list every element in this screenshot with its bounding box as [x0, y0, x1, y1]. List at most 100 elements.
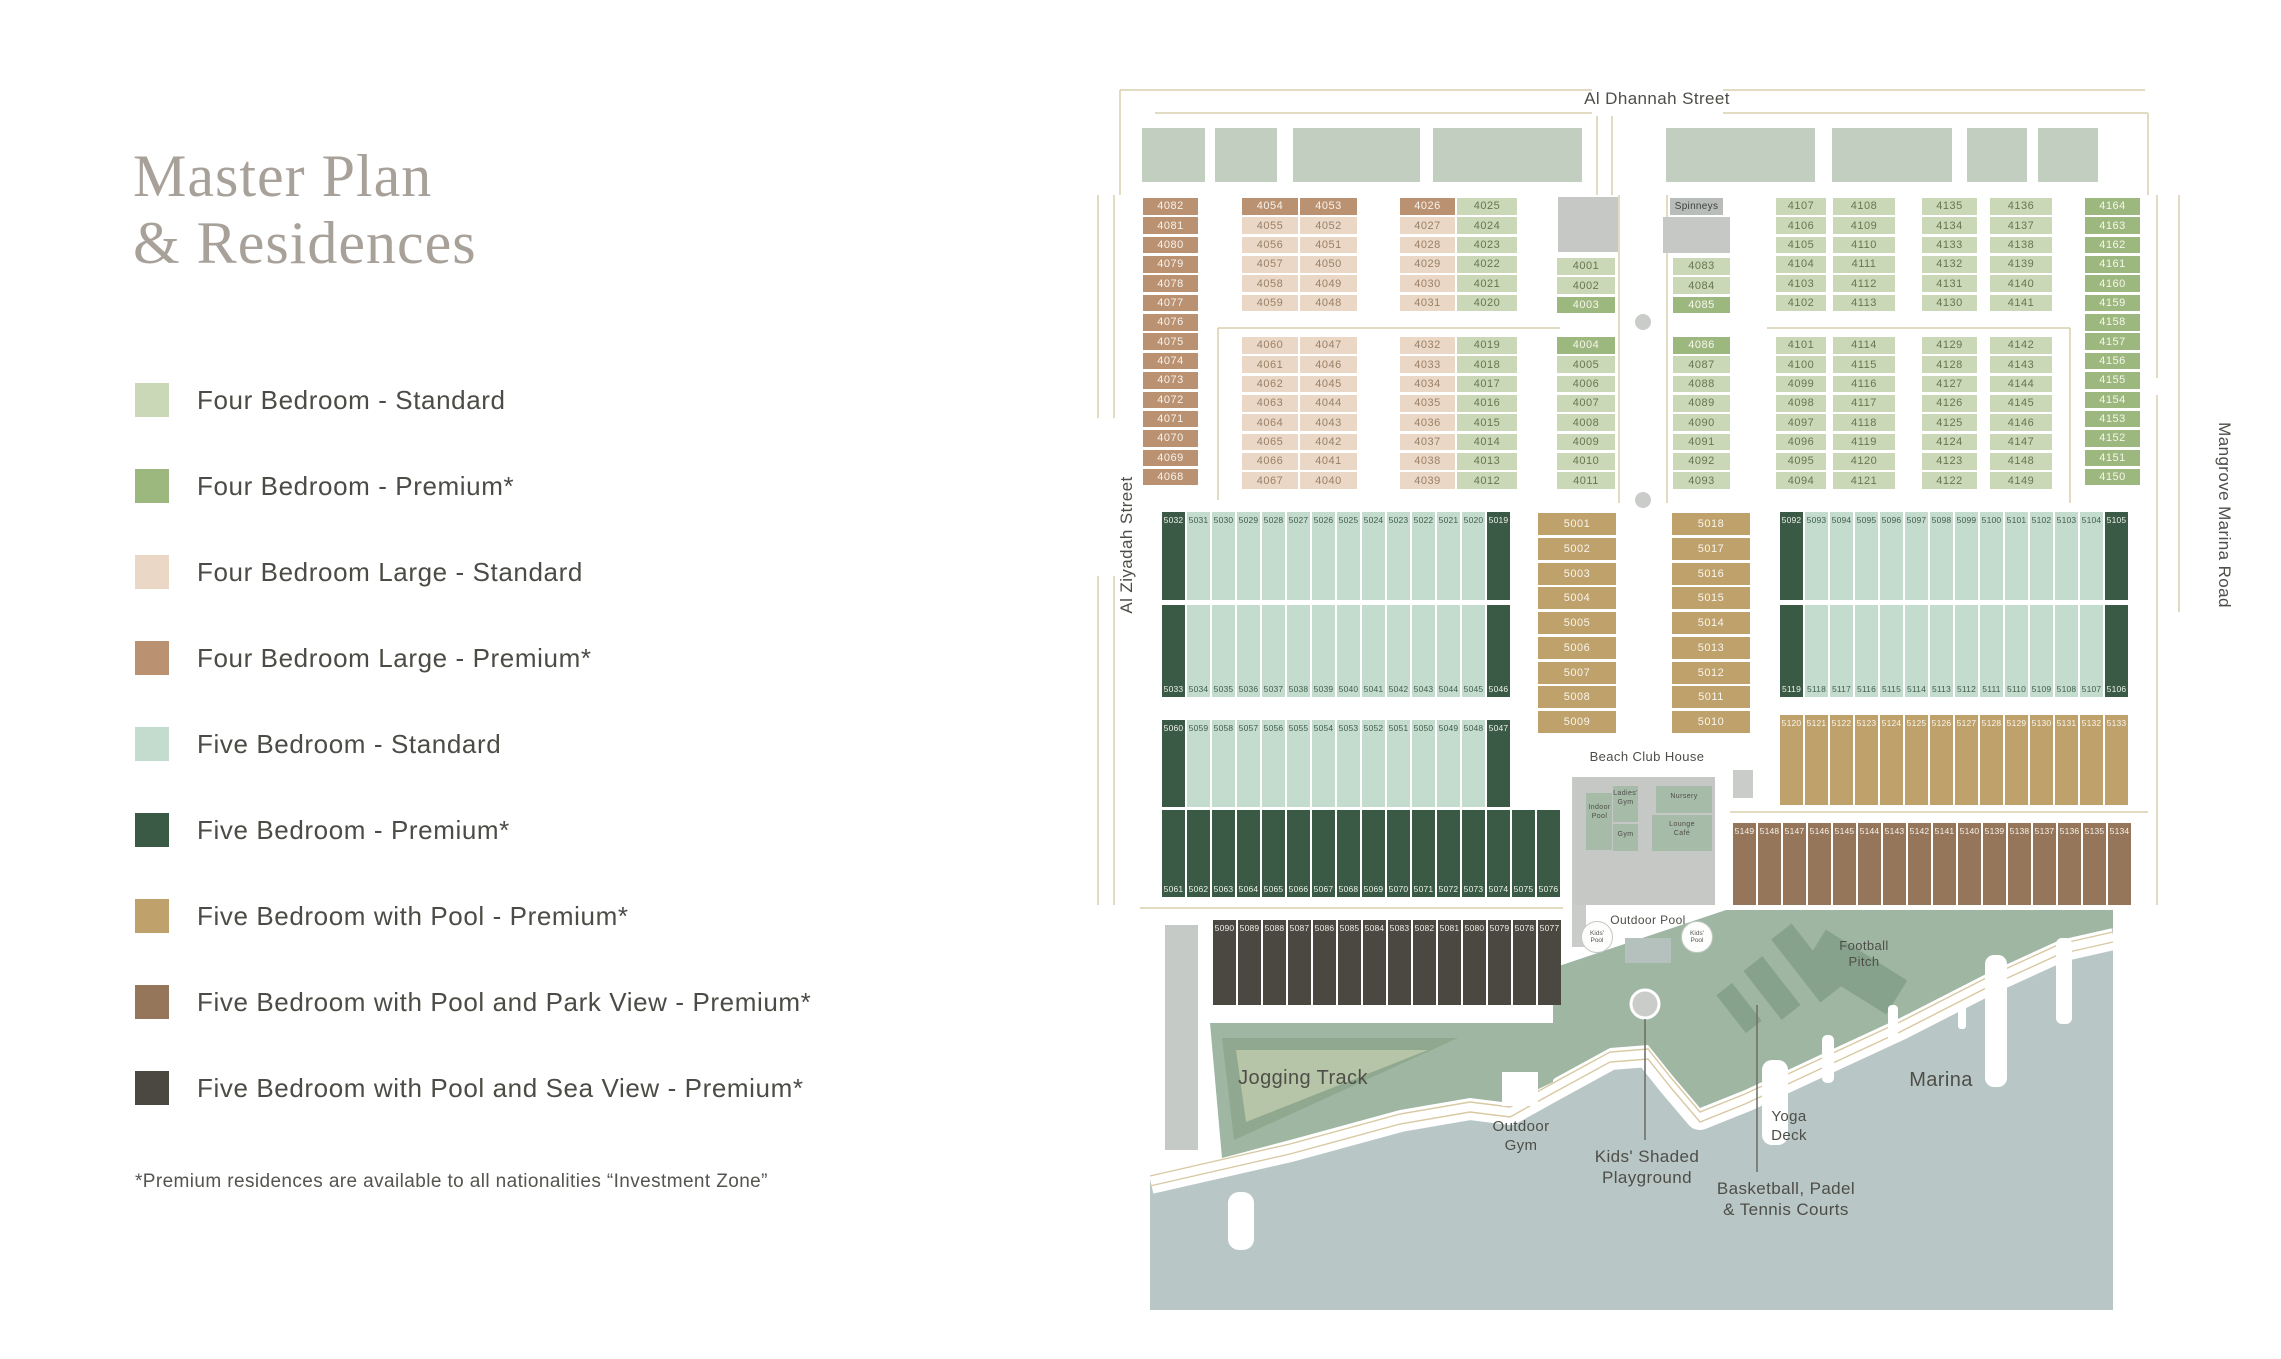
unit-5146[interactable]: 5146	[1808, 823, 1831, 905]
unit-5136[interactable]: 5136	[2058, 823, 2081, 905]
unit-4081[interactable]: 4081	[1143, 217, 1198, 234]
unit-5055[interactable]: 5055	[1287, 720, 1310, 807]
unit-4028[interactable]: 4028	[1400, 236, 1455, 254]
unit-4161[interactable]: 4161	[2085, 256, 2140, 273]
unit-4118[interactable]: 4118	[1833, 414, 1895, 431]
unit-4102[interactable]: 4102	[1776, 294, 1826, 312]
unit-4094[interactable]: 4094	[1776, 472, 1826, 489]
unit-4148[interactable]: 4148	[1990, 453, 2052, 470]
unit-5078[interactable]: 5078	[1513, 920, 1536, 1005]
unit-5021[interactable]: 5021	[1437, 512, 1460, 600]
unit-4045[interactable]: 4045	[1300, 375, 1357, 393]
unit-5098[interactable]: 5098	[1930, 512, 1953, 600]
unit-4105[interactable]: 4105	[1776, 236, 1826, 254]
unit-4087[interactable]: 4087	[1673, 356, 1730, 373]
unit-4135[interactable]: 4135	[1922, 198, 1977, 215]
unit-4021[interactable]: 4021	[1457, 275, 1517, 292]
unit-5127[interactable]: 5127	[1955, 715, 1978, 805]
unit-4041[interactable]: 4041	[1300, 453, 1357, 470]
unit-4092[interactable]: 4092	[1673, 453, 1730, 470]
unit-4060[interactable]: 4060	[1242, 337, 1298, 354]
unit-4153[interactable]: 4153	[2085, 410, 2140, 428]
unit-5099[interactable]: 5099	[1955, 512, 1978, 600]
unit-4035[interactable]: 4035	[1400, 395, 1455, 412]
unit-4037[interactable]: 4037	[1400, 433, 1455, 451]
unit-4013[interactable]: 4013	[1457, 453, 1517, 470]
unit-5089[interactable]: 5089	[1238, 920, 1261, 1005]
unit-4053[interactable]: 4053	[1300, 198, 1357, 215]
unit-5005[interactable]: 5005	[1538, 612, 1616, 634]
unit-5018[interactable]: 5018	[1672, 513, 1750, 535]
unit-4075[interactable]: 4075	[1143, 333, 1198, 350]
unit-4022[interactable]: 4022	[1457, 256, 1517, 273]
unit-4108[interactable]: 4108	[1833, 198, 1895, 215]
unit-4057[interactable]: 4057	[1242, 256, 1298, 273]
unit-4067[interactable]: 4067	[1242, 472, 1298, 489]
unit-4119[interactable]: 4119	[1833, 433, 1895, 451]
unit-4063[interactable]: 4063	[1242, 395, 1298, 412]
unit-4031[interactable]: 4031	[1400, 294, 1455, 312]
unit-5123[interactable]: 5123	[1855, 715, 1878, 805]
unit-5080[interactable]: 5080	[1463, 920, 1486, 1005]
unit-5139[interactable]: 5139	[1983, 823, 2006, 905]
unit-4039[interactable]: 4039	[1400, 472, 1455, 489]
unit-4059[interactable]: 4059	[1242, 294, 1298, 312]
unit-4071[interactable]: 4071	[1143, 410, 1198, 428]
unit-5066[interactable]: 5066	[1287, 810, 1310, 897]
unit-5010[interactable]: 5010	[1672, 711, 1750, 733]
unit-5049[interactable]: 5049	[1437, 720, 1460, 807]
unit-4078[interactable]: 4078	[1143, 275, 1198, 292]
unit-4091[interactable]: 4091	[1673, 433, 1730, 451]
unit-4064[interactable]: 4064	[1242, 414, 1298, 431]
unit-5081[interactable]: 5081	[1438, 920, 1461, 1005]
unit-4014[interactable]: 4014	[1457, 433, 1517, 451]
unit-4061[interactable]: 4061	[1242, 356, 1298, 373]
unit-5039[interactable]: 5039	[1312, 605, 1335, 697]
unit-4111[interactable]: 4111	[1833, 256, 1895, 273]
unit-5059[interactable]: 5059	[1187, 720, 1210, 807]
unit-5057[interactable]: 5057	[1237, 720, 1260, 807]
unit-5082[interactable]: 5082	[1413, 920, 1436, 1005]
unit-5060[interactable]: 5060	[1162, 720, 1185, 807]
unit-5030[interactable]: 5030	[1212, 512, 1235, 600]
unit-4130[interactable]: 4130	[1922, 294, 1977, 312]
unit-4020[interactable]: 4020	[1457, 294, 1517, 312]
unit-5134[interactable]: 5134	[2108, 823, 2131, 905]
unit-4163[interactable]: 4163	[2085, 217, 2140, 234]
unit-4025[interactable]: 4025	[1457, 198, 1517, 215]
unit-4121[interactable]: 4121	[1833, 472, 1895, 489]
unit-5083[interactable]: 5083	[1388, 920, 1411, 1005]
unit-5035[interactable]: 5035	[1212, 605, 1235, 697]
unit-4058[interactable]: 4058	[1242, 275, 1298, 292]
unit-5068[interactable]: 5068	[1337, 810, 1360, 897]
unit-4134[interactable]: 4134	[1922, 217, 1977, 234]
unit-5038[interactable]: 5038	[1287, 605, 1310, 697]
unit-5086[interactable]: 5086	[1313, 920, 1336, 1005]
unit-5051[interactable]: 5051	[1387, 720, 1410, 807]
unit-4043[interactable]: 4043	[1300, 414, 1357, 431]
unit-4142[interactable]: 4142	[1990, 337, 2052, 354]
unit-5114[interactable]: 5114	[1905, 605, 1928, 697]
unit-4128[interactable]: 4128	[1922, 356, 1977, 373]
unit-4146[interactable]: 4146	[1990, 414, 2052, 431]
unit-4034[interactable]: 4034	[1400, 375, 1455, 393]
unit-5112[interactable]: 5112	[1955, 605, 1978, 697]
unit-5106[interactable]: 5106	[2105, 605, 2128, 697]
unit-4050[interactable]: 4050	[1300, 256, 1357, 273]
unit-4055[interactable]: 4055	[1242, 217, 1298, 234]
unit-4131[interactable]: 4131	[1922, 275, 1977, 292]
unit-4066[interactable]: 4066	[1242, 453, 1298, 470]
unit-4123[interactable]: 4123	[1922, 453, 1977, 470]
unit-5062[interactable]: 5062	[1187, 810, 1210, 897]
unit-4144[interactable]: 4144	[1990, 375, 2052, 393]
unit-5147[interactable]: 5147	[1783, 823, 1806, 905]
unit-5090[interactable]: 5090	[1213, 920, 1236, 1005]
unit-5046[interactable]: 5046	[1487, 605, 1510, 697]
unit-5004[interactable]: 5004	[1538, 587, 1616, 610]
unit-4117[interactable]: 4117	[1833, 395, 1895, 412]
unit-5028[interactable]: 5028	[1262, 512, 1285, 600]
unit-4038[interactable]: 4038	[1400, 453, 1455, 470]
unit-4140[interactable]: 4140	[1990, 275, 2052, 292]
unit-5069[interactable]: 5069	[1362, 810, 1385, 897]
unit-4083[interactable]: 4083	[1673, 258, 1730, 275]
